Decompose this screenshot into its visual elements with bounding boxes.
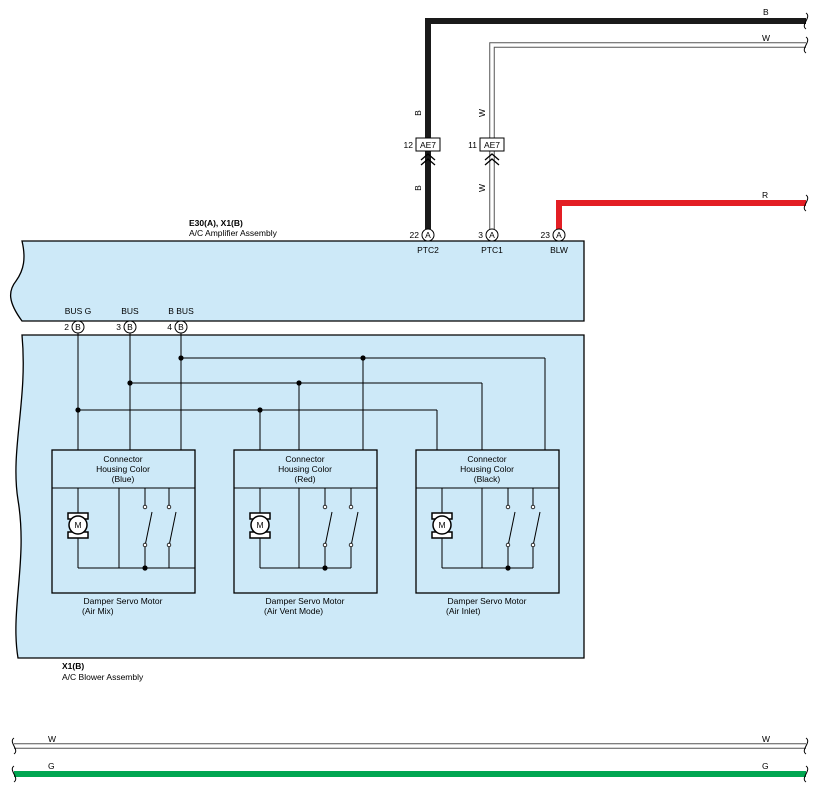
svg-text:M: M	[74, 520, 81, 530]
wire-break-symbols-top	[803, 12, 809, 212]
svg-text:3: 3	[116, 322, 121, 332]
svg-text:PTC1: PTC1	[481, 245, 503, 255]
wire-r-red: R	[556, 190, 806, 229]
svg-text:G: G	[48, 761, 55, 771]
blower-assembly-box	[15, 334, 585, 659]
svg-text:A: A	[425, 230, 431, 240]
svg-text:3: 3	[478, 230, 483, 240]
svg-text:12: 12	[404, 140, 414, 150]
svg-text:Housing Color: Housing Color	[96, 464, 150, 474]
svg-text:4: 4	[167, 322, 172, 332]
svg-text:A: A	[489, 230, 495, 240]
pin-b-bus: B BUS B 4	[167, 306, 194, 334]
svg-text:A: A	[556, 230, 562, 240]
svg-text:Damper Servo Motor: Damper Servo Motor	[448, 596, 527, 606]
svg-text:BUS G: BUS G	[65, 306, 91, 316]
amplifier-name: A/C Amplifier Assembly	[189, 228, 278, 238]
motor-icon	[67, 488, 120, 569]
wire-r-label: R	[762, 190, 768, 200]
svg-text:AE7: AE7	[484, 140, 500, 150]
svg-text:BUS: BUS	[121, 306, 139, 316]
wire-break-symbols-bottom	[11, 737, 809, 783]
svg-text:Housing Color: Housing Color	[460, 464, 514, 474]
wire-w-top-label: W	[762, 33, 770, 43]
svg-text:B: B	[127, 322, 133, 332]
wire-w-upper-label: W	[477, 109, 487, 117]
svg-text:(Air Vent Mode): (Air Vent Mode)	[264, 606, 323, 616]
svg-text:M: M	[438, 520, 445, 530]
svg-text:Damper Servo Motor: Damper Servo Motor	[266, 596, 345, 606]
svg-text:Connector: Connector	[285, 454, 324, 464]
svg-text:2: 2	[64, 322, 69, 332]
svg-text:PTC2: PTC2	[417, 245, 439, 255]
svg-text:W: W	[762, 734, 770, 744]
svg-text:(Red): (Red)	[294, 474, 315, 484]
pin-blw: A 23 BLW	[541, 228, 568, 255]
amplifier-assembly-box	[10, 240, 585, 322]
wire-w-white: W W W	[477, 33, 806, 229]
svg-text:(Air Mix): (Air Mix)	[82, 606, 114, 616]
svg-text:(Air Inlet): (Air Inlet)	[446, 606, 481, 616]
pin-ptc2: A 22 PTC2	[410, 228, 439, 255]
wire-b-lower-label: B	[413, 185, 423, 191]
svg-text:B: B	[75, 322, 81, 332]
svg-text:BLW: BLW	[550, 245, 568, 255]
svg-text:(Black): (Black)	[474, 474, 501, 484]
connector-ae7-left: AE7 12	[404, 137, 441, 166]
svg-text:G: G	[762, 761, 769, 771]
servo-motor-air-inlet: Connector Housing Color (Black) M Dam	[415, 449, 560, 616]
svg-text:Housing Color: Housing Color	[278, 464, 332, 474]
servo-motor-air-vent-mode: Connector Housing Color (Red) M Dampe	[233, 449, 378, 616]
junction-dots	[75, 355, 366, 413]
svg-text:(Blue): (Blue)	[112, 474, 135, 484]
wire-w-lower-label: W	[477, 184, 487, 192]
svg-text:Connector: Connector	[103, 454, 142, 464]
blower-name: A/C Blower Assembly	[62, 672, 144, 682]
svg-text:B: B	[178, 322, 184, 332]
svg-text:AE7: AE7	[420, 140, 436, 150]
wire-b-top-label: B	[763, 7, 769, 17]
connector-ae7-right: AE7 11	[468, 137, 505, 166]
bus-wiring	[77, 333, 546, 450]
wire-w-bottom: W W	[14, 734, 806, 749]
svg-text:W: W	[48, 734, 56, 744]
wire-b-upper-label: B	[413, 110, 423, 116]
svg-text:23: 23	[541, 230, 551, 240]
svg-text:Damper Servo Motor: Damper Servo Motor	[84, 596, 163, 606]
svg-text:11: 11	[468, 140, 477, 150]
motor-icon	[249, 488, 300, 569]
svg-text:Connector: Connector	[467, 454, 506, 464]
motor-icon	[431, 488, 483, 569]
pin-ptc1: A 3 PTC1	[478, 228, 503, 255]
svg-text:B BUS: B BUS	[168, 306, 194, 316]
servo-motor-air-mix: Connector Housing Color (Blue) M	[51, 449, 196, 616]
wire-b-black: B B B	[413, 7, 806, 229]
svg-text:22: 22	[410, 230, 420, 240]
blower-code: X1(B)	[62, 661, 84, 671]
amplifier-code: E30(A), X1(B)	[189, 218, 243, 228]
wire-g-green: G G	[14, 761, 806, 777]
svg-text:M: M	[256, 520, 263, 530]
